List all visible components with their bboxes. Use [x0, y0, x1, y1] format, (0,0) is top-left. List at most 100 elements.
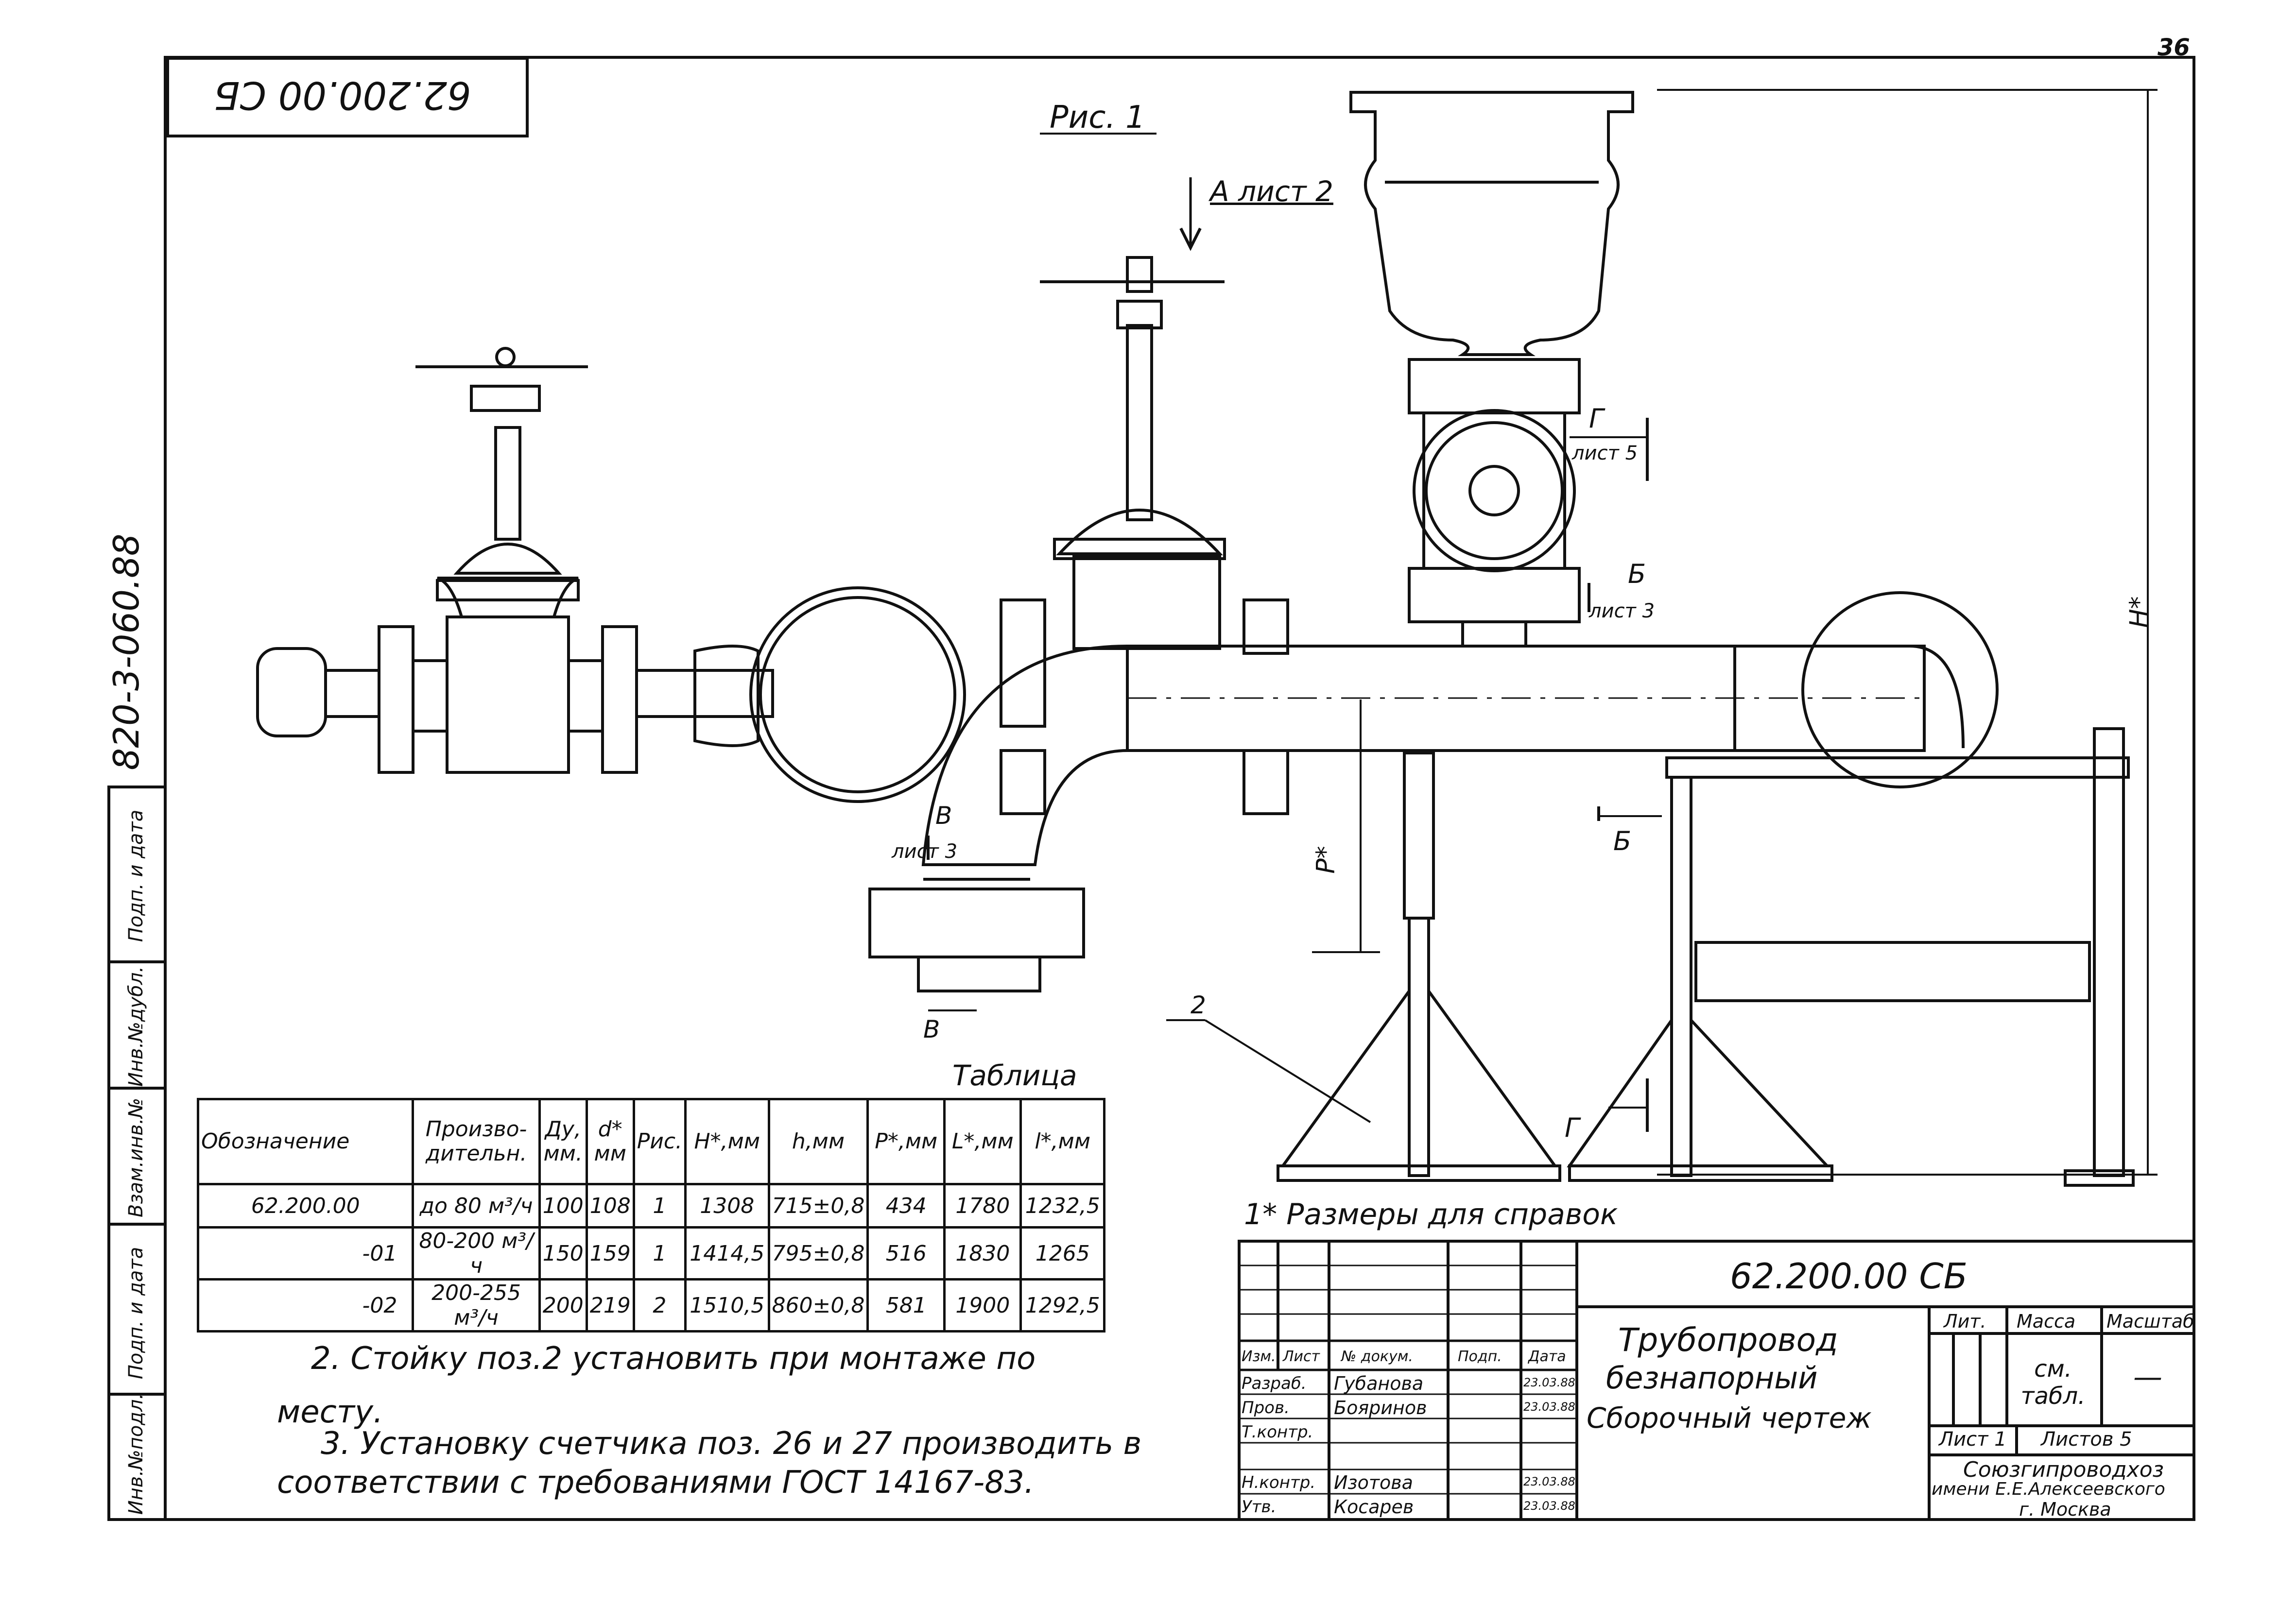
title-line1: Трубопровод — [1618, 1321, 1838, 1359]
note-1: 1* Размеры для справок — [1244, 1197, 1618, 1231]
table-cell: 159 — [585, 1226, 635, 1281]
table-cell: 860±0,8 — [767, 1278, 869, 1333]
side-strip — [107, 786, 167, 1521]
hdr-podp: Подп. — [1458, 1348, 1502, 1365]
table-header: Ду, мм. — [538, 1098, 588, 1185]
spec-table: Обозначение Произво- дительн. Ду, мм. d*… — [196, 1098, 1105, 1333]
lower-flange — [868, 888, 1085, 958]
table-row: 62.200.00 до 80 м³/ч 100 108 1 1308 715±… — [196, 1183, 1105, 1229]
table-header: h,мм — [767, 1098, 869, 1185]
table-header-row: Обозначение Произво- дительн. Ду, мм. d*… — [196, 1098, 1105, 1185]
table-cell: 2 — [632, 1278, 687, 1333]
side-code: 820-3-060.88 — [106, 533, 147, 770]
side-stamp: Инв.№подл. — [125, 1393, 147, 1515]
section-g-sheet: лист 5 — [1572, 442, 1638, 464]
hdr-docnum: № докум. — [1341, 1348, 1413, 1365]
dim-h-label: H* — [2124, 596, 2154, 628]
support-base-left — [1280, 986, 1558, 1167]
role: Пров. — [1242, 1398, 1290, 1418]
table-header: Обозначение — [196, 1098, 414, 1185]
table-cell: 150 — [538, 1226, 588, 1281]
meter-hopper — [1349, 91, 1634, 356]
table-header: Рис. — [632, 1098, 687, 1185]
org-line1: Союзгипроводхоз — [1963, 1457, 2164, 1482]
section-b-label: Б — [1628, 559, 1646, 589]
view-a-label: А лист 2 — [1210, 175, 1333, 208]
doc-code-box — [166, 57, 529, 137]
sign-date: 23.03.88 — [1523, 1475, 1575, 1488]
flange-view-left — [749, 586, 966, 803]
table-header: L*,мм — [943, 1098, 1022, 1185]
table-cell: 200-255 м³/ч — [412, 1278, 541, 1333]
pos-2-label: 2 — [1191, 991, 1206, 1019]
hdr-list: Лист — [1283, 1348, 1320, 1365]
section-v-label-lower: В — [923, 1015, 940, 1043]
sign-date: 23.03.88 — [1523, 1400, 1575, 1414]
table-cell: 1265 — [1019, 1226, 1105, 1281]
table-cell: 1232,5 — [1019, 1183, 1105, 1229]
table-cell: 434 — [866, 1183, 946, 1229]
org-line2: имени Е.Е.Алексеевского — [1932, 1479, 2165, 1499]
left-valve-body — [446, 615, 570, 774]
table-cell: 1 — [632, 1226, 687, 1281]
table-cell: 1510,5 — [684, 1278, 770, 1333]
note-3-line1: 3. Установку счетчика поз. 26 и 27 произ… — [321, 1426, 1142, 1462]
note-2-line2: месту. — [277, 1394, 383, 1430]
section-b-sheet: лист 3 — [1589, 600, 1655, 622]
figure-label: Рис. 1 — [1050, 100, 1145, 136]
table-cell: 1830 — [943, 1226, 1022, 1281]
table-cell: 1414,5 — [684, 1226, 770, 1281]
doc-number: 62.200.00 СБ — [1730, 1256, 1968, 1297]
pipe-elbow — [921, 645, 1128, 866]
table-cell: 1308 — [684, 1183, 770, 1229]
section-g-label-lower: Г — [1565, 1112, 1580, 1143]
person-name: Бояринов — [1334, 1397, 1427, 1418]
table-cell: 62.200.00 — [196, 1183, 414, 1229]
person-name: Губанова — [1334, 1373, 1424, 1394]
meter-housing — [1422, 411, 1566, 570]
table-caption: Таблица — [952, 1059, 1077, 1092]
table-header: Произво- дительн. — [412, 1098, 541, 1185]
scale-label: Масштаб — [2106, 1311, 2194, 1332]
table-cell: 516 — [866, 1226, 946, 1281]
section-b-label-lower: Б — [1613, 826, 1632, 856]
table-cell: 219 — [585, 1278, 635, 1333]
table-cell: 80-200 м³/ч — [412, 1226, 541, 1281]
table-cell: 1900 — [943, 1278, 1022, 1333]
org-line3: г. Москва — [2019, 1499, 2111, 1520]
side-stamp: Подп. и дата — [125, 809, 147, 942]
sign-date: 23.03.88 — [1523, 1499, 1575, 1513]
side-stamp: Подп. и дата — [125, 1247, 147, 1380]
mass-value: см. табл. — [2020, 1355, 2086, 1410]
table-cell: 1780 — [943, 1183, 1022, 1229]
doc-code-rotated: 62.200.00 СБ — [214, 73, 471, 117]
title-line3: Сборочный чертеж — [1587, 1401, 1872, 1435]
table-cell: -01 — [196, 1226, 414, 1281]
dim-p-label: P* — [1311, 846, 1341, 874]
flange-view-right — [1801, 591, 1999, 788]
note-3-line2: соответствии с требованиями ГОСТ 14167-8… — [277, 1465, 1035, 1501]
table-cell: 200 — [538, 1278, 588, 1333]
person-name: Косарев — [1334, 1496, 1414, 1518]
table-cell: 581 — [866, 1278, 946, 1333]
center-valve-body — [1072, 555, 1221, 650]
table-row: -01 80-200 м³/ч 150 159 1 1414,5 795±0,8… — [196, 1226, 1105, 1281]
hdr-izm: Изм. — [1242, 1348, 1276, 1365]
person-name: Изотова — [1334, 1472, 1413, 1493]
table-cell: 100 — [538, 1183, 588, 1229]
table-cell: 1292,5 — [1019, 1278, 1105, 1333]
role: Утв. — [1242, 1497, 1277, 1517]
table-cell: 795±0,8 — [767, 1226, 869, 1281]
table-header: H*,мм — [684, 1098, 770, 1185]
lit-label: Лит. — [1944, 1311, 1986, 1332]
table-cell: 1 — [632, 1183, 687, 1229]
role: Н.контр. — [1242, 1473, 1316, 1492]
table-header: l*,мм — [1019, 1098, 1105, 1185]
page-number: 36 — [2158, 34, 2190, 61]
table-cell: 715±0,8 — [767, 1183, 869, 1229]
section-g-label: Г — [1589, 403, 1604, 434]
scale-value: — — [2133, 1360, 2162, 1394]
support-bracket — [1665, 756, 2130, 779]
mass-label: Масса — [2017, 1311, 2076, 1332]
sheets-label: Листов 5 — [2041, 1428, 2132, 1451]
